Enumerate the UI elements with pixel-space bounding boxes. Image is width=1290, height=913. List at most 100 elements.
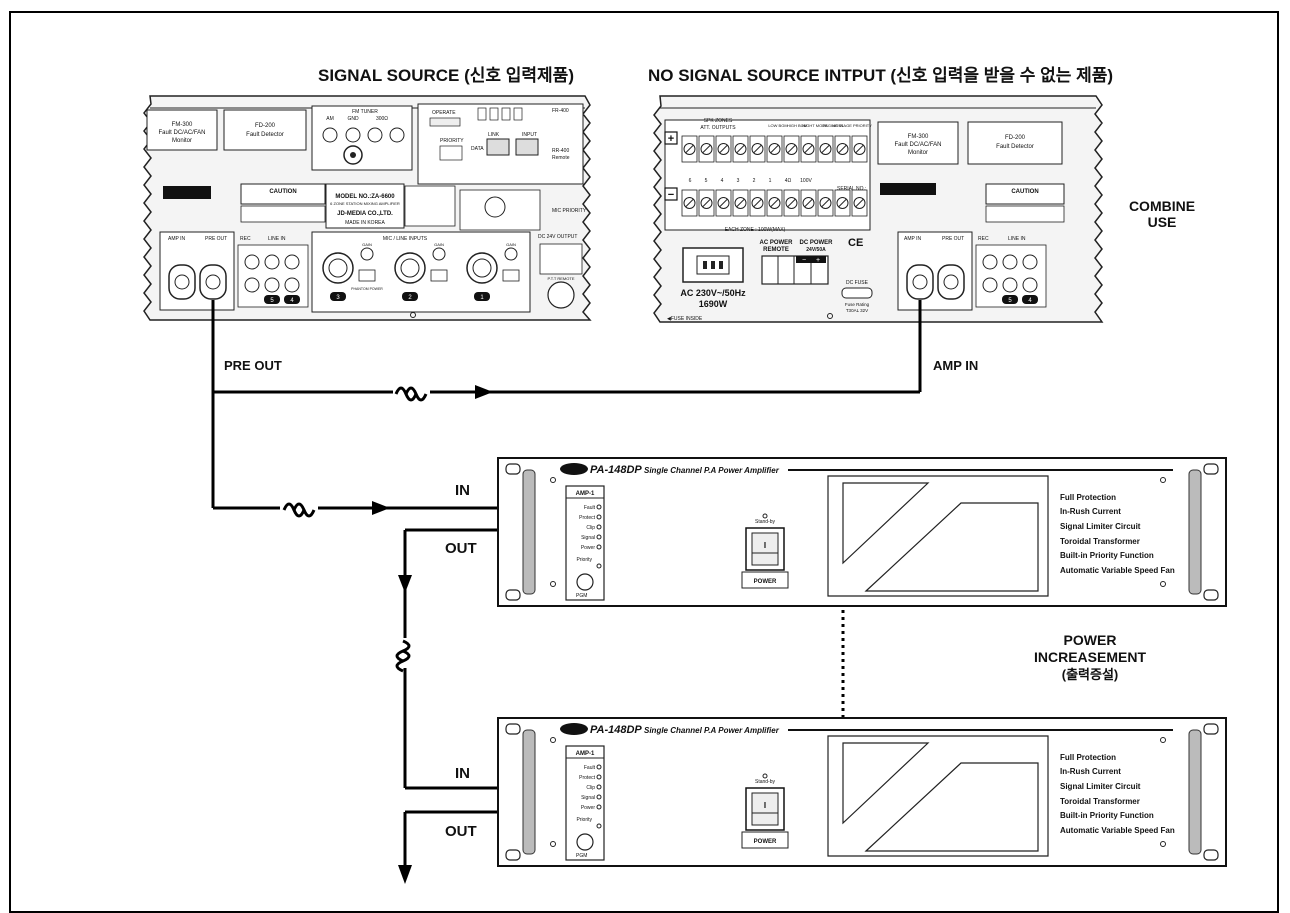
zone-num-6: 6	[689, 178, 692, 184]
caution-text: CAUTION	[269, 189, 296, 195]
model-number: MODEL NO.:ZA-6600	[335, 194, 395, 200]
src-rec-label: REC	[240, 236, 251, 242]
src-amp-in-label: AMP IN	[168, 236, 186, 242]
amp2-standby-label: Stand-by	[755, 779, 776, 785]
terminal-screw-slot	[736, 144, 745, 154]
terminal-screw-slot	[838, 144, 847, 154]
high-bgm-label: HIGH BGM	[787, 123, 807, 128]
terminal-screw-slot	[838, 198, 847, 208]
minus-mark: −	[668, 189, 674, 201]
amp2-led-power: Power	[581, 805, 596, 811]
fm300-slot	[146, 109, 218, 151]
terminal-screw-slot	[855, 144, 864, 154]
amp2-module-label: AMP-1	[576, 751, 595, 757]
arrow-down-2	[398, 865, 412, 884]
amp1-standby-label: Stand-by	[755, 519, 776, 525]
amp1-led-signal: Signal	[581, 535, 595, 541]
amp2-power-label: POWER	[754, 839, 777, 845]
heading-combine-use-line1: COMBINE	[1129, 198, 1195, 214]
terminal-screw-slot	[770, 144, 779, 154]
amp1-pgm-label: PGM	[576, 593, 587, 599]
heading-no-signal-source: NO SIGNAL SOURCE INTPUT (신호 입력을 받을 수 없는 …	[648, 66, 1113, 85]
amp2-right-handle	[1188, 729, 1202, 855]
amp1-feature-6: Automatic Variable Speed Fan	[1060, 566, 1175, 575]
ns-caution-text: CAUTION	[1011, 189, 1038, 195]
amp1-right-handle	[1188, 469, 1202, 595]
ac-watt-label: 1690W	[699, 299, 728, 309]
terminal-screw-slot	[685, 144, 694, 154]
terminal-screw-slot	[736, 198, 745, 208]
amp1-model: PA-148DP	[590, 464, 642, 476]
cable-break-1b	[404, 386, 428, 402]
signal-source-rear-panel: FM-300 Fault DC/AC/FAN Monitor FD-200 Fa…	[143, 95, 592, 321]
zone-num-5: 5	[705, 178, 708, 184]
mic-line-label: MIC / LINE INPUTS	[383, 236, 428, 242]
terminal-screw-slot	[702, 198, 711, 208]
amp1-feature-2: In-Rush Current	[1060, 507, 1121, 516]
signal-wiring	[211, 300, 922, 884]
label-amp-in: AMP IN	[933, 358, 978, 373]
fm-tuner-label: FM TUNER	[352, 109, 378, 115]
label-in-amp2: IN	[455, 765, 470, 782]
ptt-remote-connector	[547, 281, 575, 309]
model-plate	[325, 183, 405, 229]
amp1-led-protect: Protect	[579, 515, 595, 521]
plus-mark: +	[668, 133, 674, 145]
mic-ch-3: 3	[336, 295, 340, 301]
amp1-left-handle	[522, 469, 536, 595]
zone-num-4: 4	[721, 178, 724, 184]
input-port	[515, 138, 539, 156]
amp2-description: Single Channel P.A Power Amplifier	[644, 726, 780, 735]
outer-frame	[9, 11, 1279, 913]
terminal-screw-slot	[702, 144, 711, 154]
amp1-feature-4: Toroidal Transformer	[1060, 537, 1140, 546]
each-zone-label: EACH ZONE : 100W(MAX)	[725, 227, 786, 233]
amp2-feature-4: Toroidal Transformer	[1060, 797, 1140, 806]
ns-fm300-slot	[877, 121, 959, 165]
model-desc: 6 ZONE STATION MIXING AMPLIFIER	[330, 201, 400, 206]
zone-num-2: 2	[753, 178, 756, 184]
zone-numbers: 6 5 4 3 2 1 4Ω 100V	[689, 178, 813, 184]
terminal-screw-slot	[821, 144, 830, 154]
amp2-model: PA-148DP	[590, 724, 642, 736]
heading-power-inc-line1: POWER	[1064, 632, 1117, 648]
amp2-led-fault: Fault	[584, 765, 596, 771]
amp1-led-power: Power	[581, 545, 596, 551]
top-terminal-row	[681, 135, 868, 163]
dc-fuse-holder	[841, 287, 873, 299]
ns-line-in-label: LINE IN	[1008, 236, 1026, 242]
arrow-right-1	[475, 385, 493, 399]
label-out-amp2: OUT	[445, 823, 477, 840]
src-line-ch-4: 4	[290, 298, 294, 304]
priority-label: PRIORITY	[440, 138, 464, 144]
zone-num-100v: 100V	[800, 178, 812, 184]
ns-caution-label	[985, 183, 1065, 205]
ns-fd200-slot	[967, 121, 1063, 165]
amplifier-1-front-panel: PA-148DP Single Channel P.A Power Amplif…	[497, 457, 1227, 607]
fuse-rating-value: T30AL 32V	[846, 308, 868, 313]
terminal-screw-slot	[855, 198, 864, 208]
arrow-down-1	[398, 575, 412, 593]
link-label: LINK	[488, 132, 500, 138]
ac-voltage-label: AC 230V~/50Hz	[680, 288, 746, 298]
ns-fm300-label: FM-300	[908, 134, 929, 140]
mic-input-ch2: GAIN 2	[394, 242, 448, 301]
jdm-logo-2	[560, 723, 588, 735]
mic-priority-label: MIC PRIORITY	[552, 208, 587, 214]
ptt-label: P.T.T REMOTE	[548, 276, 575, 281]
amp1-power-label: POWER	[754, 579, 777, 585]
fuse-inside-label: ◀FUSE INSIDE	[667, 316, 703, 322]
label-in-amp1: IN	[455, 482, 470, 499]
zone-num-1: 1	[769, 178, 772, 184]
att-outputs-label: ATT. OUTPUTS	[700, 125, 736, 131]
terminal-screw-slot	[719, 144, 728, 154]
amp1-switch-mark: I	[764, 541, 766, 550]
terminal-screw-slot	[753, 198, 762, 208]
dc-plus-mark: +	[816, 257, 820, 264]
spk-zones-label: SPK ZONES	[704, 118, 733, 124]
amp2-led-signal: Signal	[581, 795, 595, 801]
ns-line-ch-5: 5	[1008, 298, 1012, 304]
phantom-label: PHANTOM POWER	[351, 287, 383, 291]
cable-break-3b	[395, 649, 411, 673]
amp1-module-label: AMP-1	[576, 491, 595, 497]
